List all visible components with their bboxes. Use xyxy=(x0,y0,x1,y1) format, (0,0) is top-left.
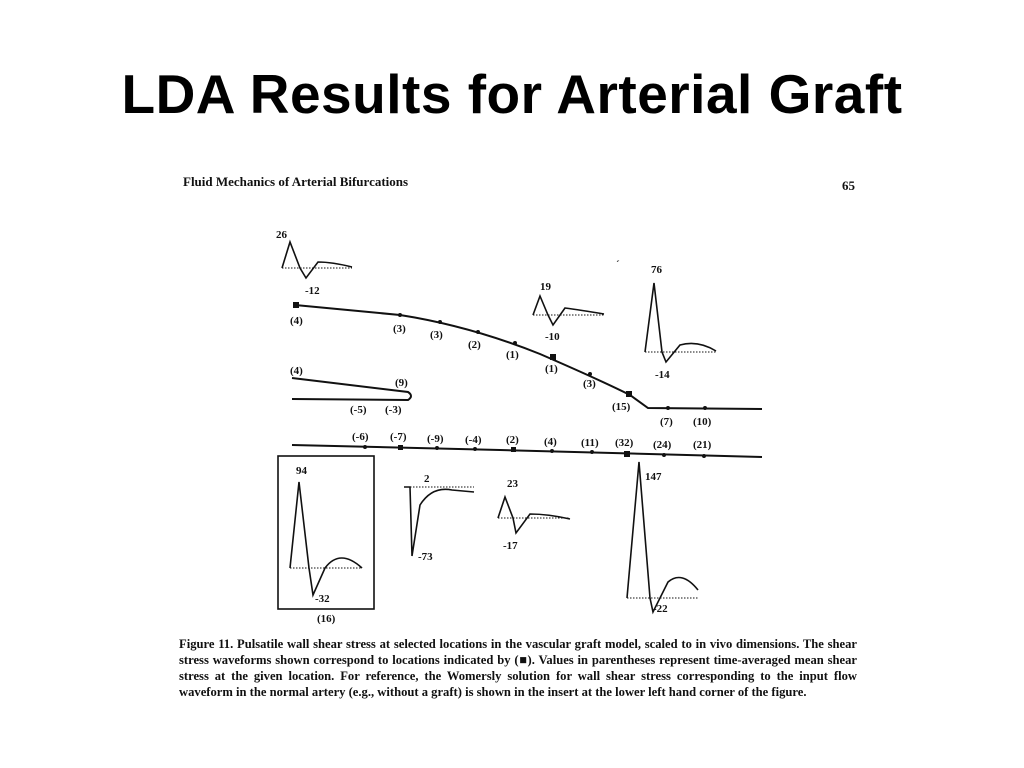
figure-label: 2 xyxy=(424,473,430,485)
figure-label: 26 xyxy=(276,229,288,241)
lower-markers xyxy=(363,445,706,458)
waveform-147: 147 -22 xyxy=(626,461,699,615)
figure-label: (24) xyxy=(653,439,672,451)
figure-label: 23 xyxy=(507,478,519,490)
figure-label: (-4) xyxy=(465,434,482,446)
figure-label: (9) xyxy=(395,377,408,389)
waveform-2: 2 -73 xyxy=(404,473,475,563)
upper-markers xyxy=(293,302,707,410)
waveform-inset-94: 94 -32 (16) xyxy=(277,455,375,625)
figure-label: -12 xyxy=(305,285,320,297)
figure-label: (32) xyxy=(615,437,634,449)
graft-wall xyxy=(291,377,412,402)
waveform-26: 26 -12 xyxy=(276,229,353,297)
slide-title: LDA Results for Arterial Graft xyxy=(121,63,903,125)
figure-label: (7) xyxy=(660,416,673,428)
figure-label: (4) xyxy=(290,315,303,327)
page-number: 65 xyxy=(842,178,856,193)
upper-vessel-labels: (4) (3) (3) (2) (1) (1) (3) (15) (7) (10… xyxy=(290,315,712,428)
figure-label: (16) xyxy=(317,613,336,625)
figure-label: (4) xyxy=(544,436,557,448)
figure-label: -14 xyxy=(655,369,670,381)
figure-label: (2) xyxy=(506,434,519,446)
figure-caption: Figure 11. Pulsatile wall shear stress a… xyxy=(179,636,857,700)
lower-vessel-wall xyxy=(291,444,763,458)
upper-vessel-wall xyxy=(294,304,763,410)
figure-label: (2) xyxy=(468,339,481,351)
figure-label: -22 xyxy=(653,603,668,615)
figure-header: Fluid Mechanics of Arterial Bifurcations xyxy=(183,174,408,189)
figure-label: (10) xyxy=(693,416,712,428)
figure-label: (1) xyxy=(545,363,558,375)
waveform-76: 76 -14 ´ xyxy=(616,259,717,381)
waveform-23: 23 -17 xyxy=(497,478,571,552)
figure-label: (15) xyxy=(612,401,631,413)
figure-label: (11) xyxy=(581,437,599,449)
figure-label: (3) xyxy=(583,378,596,390)
caption-text: Pulsatile wall shear stress at selected … xyxy=(179,637,858,699)
figure-label: -73 xyxy=(418,551,433,563)
figure-label: (-6) xyxy=(352,431,369,443)
figure-label: 147 xyxy=(645,471,662,483)
figure-label: -17 xyxy=(503,540,518,552)
figure-label: 76 xyxy=(651,264,663,276)
figure-label: (-9) xyxy=(427,433,444,445)
figure-label: 19 xyxy=(540,281,552,293)
lower-vessel-labels: (-6) (-7) (-9) (-4) (2) (4) (11) (32) (2… xyxy=(352,431,712,451)
svg-text:´: ´ xyxy=(616,259,620,271)
figure-label: (-3) xyxy=(385,404,402,416)
waveform-19: 19 -10 xyxy=(532,281,605,343)
figure-label: (21) xyxy=(693,439,712,451)
figure-label: (4) xyxy=(290,365,303,377)
figure-label: (-5) xyxy=(350,404,367,416)
figure-label: (-7) xyxy=(390,431,407,443)
figure-label: (3) xyxy=(430,329,443,341)
graft-labels: (4) (9) (-5) (-3) xyxy=(290,365,408,416)
figure-label: 94 xyxy=(296,465,308,477)
caption-lead: Figure 11. xyxy=(179,637,234,651)
figure-label: (3) xyxy=(393,323,406,335)
figure-label: -32 xyxy=(315,593,330,605)
figure-label: -10 xyxy=(545,331,560,343)
figure-label: (1) xyxy=(506,349,519,361)
